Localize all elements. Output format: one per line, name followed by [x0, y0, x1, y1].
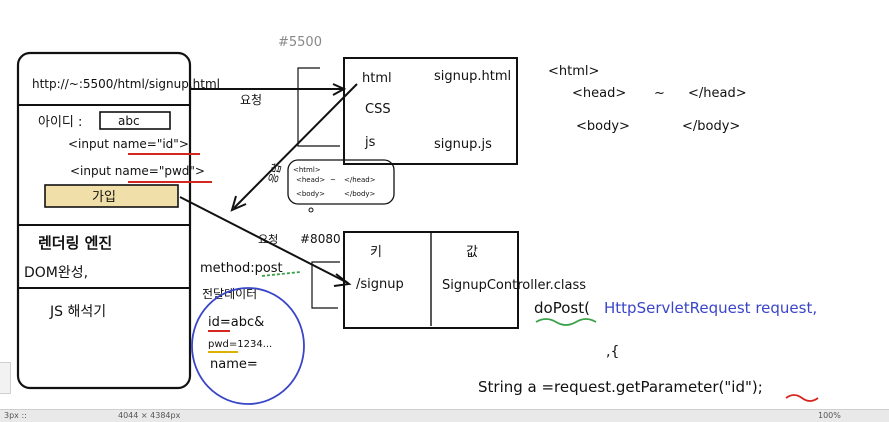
submit-button-label: 가입 [92, 190, 116, 205]
server-html-file: signup.html [434, 69, 511, 84]
code-dopost: doPost( [534, 299, 590, 317]
servlet-table: 키 값 /signup SignupController.class [311, 231, 586, 329]
head-close-tag: </head> [688, 86, 747, 101]
value-header: 값 [466, 245, 478, 260]
static-server: html CSS js signup.html signup.js [297, 57, 518, 165]
input-id-tag: <input name="id"> [68, 137, 189, 151]
server-js-file: signup.js [434, 137, 492, 152]
static-server-box [343, 57, 518, 165]
servlet-key: /signup [356, 277, 404, 292]
js-interpreter-label: JS 해석기 [49, 304, 106, 320]
data-name-line: name= [210, 357, 258, 372]
code-getparam: String a =request.getParameter("id"); [478, 378, 763, 396]
note-body: <body> [296, 190, 325, 198]
server-js: js [364, 135, 376, 150]
id-input-box [99, 111, 171, 130]
submit-button [44, 184, 179, 208]
flow-arrows [179, 83, 358, 287]
servlet-value: SignupController.class [442, 278, 586, 293]
browser-panel: http://~:5500/html/signup.html 요청 아이디 : … [16, 51, 262, 390]
data-pwd-line: pwd=1234... [208, 339, 272, 350]
body-open-tag: <body> [576, 119, 630, 134]
dopost-underline [535, 318, 597, 326]
table-bracket [311, 261, 340, 309]
data-id-line: id=abc& [208, 315, 264, 330]
status-bar: 3px :: 4044 × 4384px 100% [0, 409, 889, 422]
note-sep: ~ [330, 176, 336, 184]
getparam-underline [785, 394, 819, 402]
key-header: 키 [370, 245, 382, 260]
left-scroll-handle[interactable] [0, 362, 11, 394]
post-arrow-head [333, 273, 352, 287]
port-8080: #8080 [300, 232, 341, 246]
head-sep: ~ [654, 86, 665, 101]
body-close-tag: </body> [682, 119, 740, 134]
status-zoom: 100% [818, 411, 841, 420]
note-tail [308, 207, 314, 213]
id-label: 아이디 : [38, 115, 82, 130]
request-arrow-head [332, 83, 347, 96]
post-arrow [179, 196, 349, 284]
code-brace: ,{ [606, 344, 619, 360]
response-arrow [233, 83, 358, 209]
head-open-tag: <head> [572, 86, 626, 101]
input-pwd-tag: <input name="pwd"> [70, 164, 205, 178]
note-html: <html> [293, 166, 321, 174]
id-input-value: abc [118, 114, 140, 128]
dom-done-label: DOM완성, [24, 265, 88, 281]
note-head-close: </head> [344, 176, 376, 184]
note-head: <head> [296, 176, 325, 184]
server-html: html [362, 71, 392, 86]
request-label-2: 요청 [258, 233, 278, 246]
server-css: CSS [365, 102, 391, 117]
status-left: 3px :: [4, 411, 27, 420]
response-note-bubble [287, 159, 395, 205]
browser-url: http://~:5500/html/signup.html [32, 77, 220, 91]
data-title: 전달데이터 [202, 287, 257, 301]
response-arrow-head [230, 195, 247, 212]
code-dopost-arg: HttpServletRequest request, [604, 299, 817, 317]
render-engine-label: 렌더링 엔진 [38, 234, 112, 252]
html-open-tag: <html> [548, 64, 599, 79]
port-5500: #5500 [278, 35, 322, 50]
response-label: 응답 [266, 162, 284, 185]
status-dimensions: 4044 × 4384px [118, 411, 181, 420]
method-post: method:post [200, 261, 283, 276]
method-underline [261, 271, 301, 277]
note-body-close: </body> [344, 190, 376, 198]
data-circle [191, 287, 305, 405]
request-label-1: 요청 [240, 93, 262, 107]
browser-frame [16, 51, 192, 390]
server-bracket [297, 67, 340, 147]
